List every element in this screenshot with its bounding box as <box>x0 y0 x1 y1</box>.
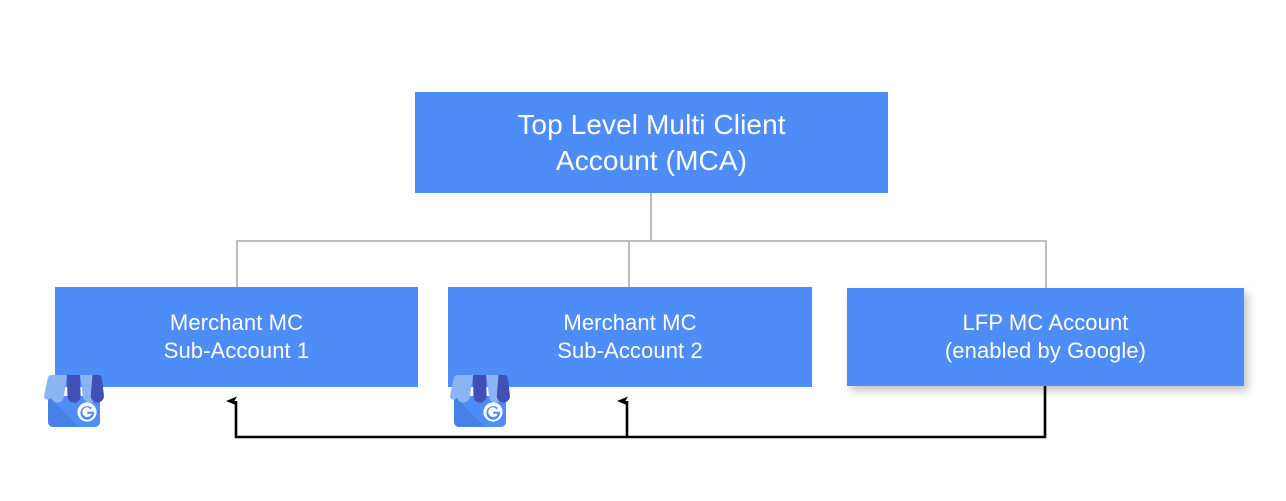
node-label-group: Merchant MC Sub-Account 1 <box>164 309 310 364</box>
feedback-arrow-to-merchant-1 <box>226 386 1047 439</box>
node-label-line-1: Merchant MC <box>563 310 697 336</box>
node-label-line-2: Sub-Account 1 <box>163 338 310 363</box>
connector-horizontal-bus <box>236 240 1047 242</box>
node-label-line-1: Merchant MC <box>169 310 304 336</box>
connector-mca-stem <box>650 193 652 242</box>
node-label-group: Merchant MC Sub-Account 2 <box>557 309 703 364</box>
node-merchant-sub-account-2[interactable]: Merchant MC Sub-Account 2 <box>448 287 812 387</box>
google-my-business-storefront-icon <box>44 374 104 427</box>
connector-drop-merchant-1 <box>236 240 238 288</box>
connector-drop-merchant-2 <box>628 240 630 288</box>
node-label-group: Top Level Multi Client Account (MCA) <box>517 107 785 178</box>
node-label-group: LFP MC Account (enabled by Google) <box>945 309 1146 364</box>
node-top-level-mca[interactable]: Top Level Multi Client Account (MCA) <box>415 92 888 193</box>
node-merchant-sub-account-1[interactable]: Merchant MC Sub-Account 1 <box>55 287 418 387</box>
node-label-line-1: Top Level Multi Client <box>517 109 786 141</box>
node-label-line-2: (enabled by Google) <box>944 338 1147 363</box>
google-my-business-storefront-icon <box>450 374 510 427</box>
node-label-line-2: Account (MCA) <box>555 144 748 176</box>
connector-drop-lfp <box>1045 240 1047 289</box>
node-label-line-1: LFP MC Account <box>962 310 1129 336</box>
node-lfp-mc-account[interactable]: LFP MC Account (enabled by Google) <box>847 288 1244 386</box>
node-label-line-2: Sub-Account 2 <box>557 338 703 363</box>
